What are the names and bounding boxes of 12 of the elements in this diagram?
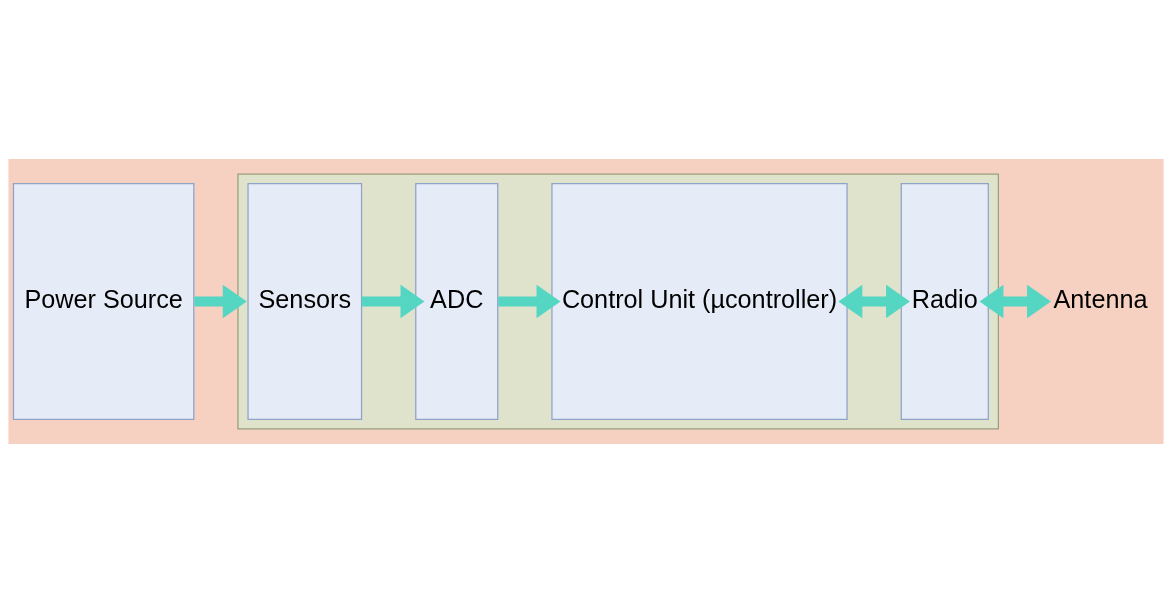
node-box: Control Unit (µcontroller)	[551, 182, 848, 420]
cluster	[237, 173, 999, 429]
arrow	[838, 284, 910, 318]
node-box: Radio	[900, 182, 989, 420]
arrow	[979, 284, 1051, 318]
node-box: ADC	[415, 182, 499, 420]
arrow	[498, 284, 561, 318]
arrow	[194, 284, 247, 318]
node-box: Power Source	[12, 182, 195, 420]
node-text: Antenna	[1053, 284, 1148, 313]
node-box: Sensors	[247, 182, 363, 420]
arrow	[361, 284, 425, 318]
